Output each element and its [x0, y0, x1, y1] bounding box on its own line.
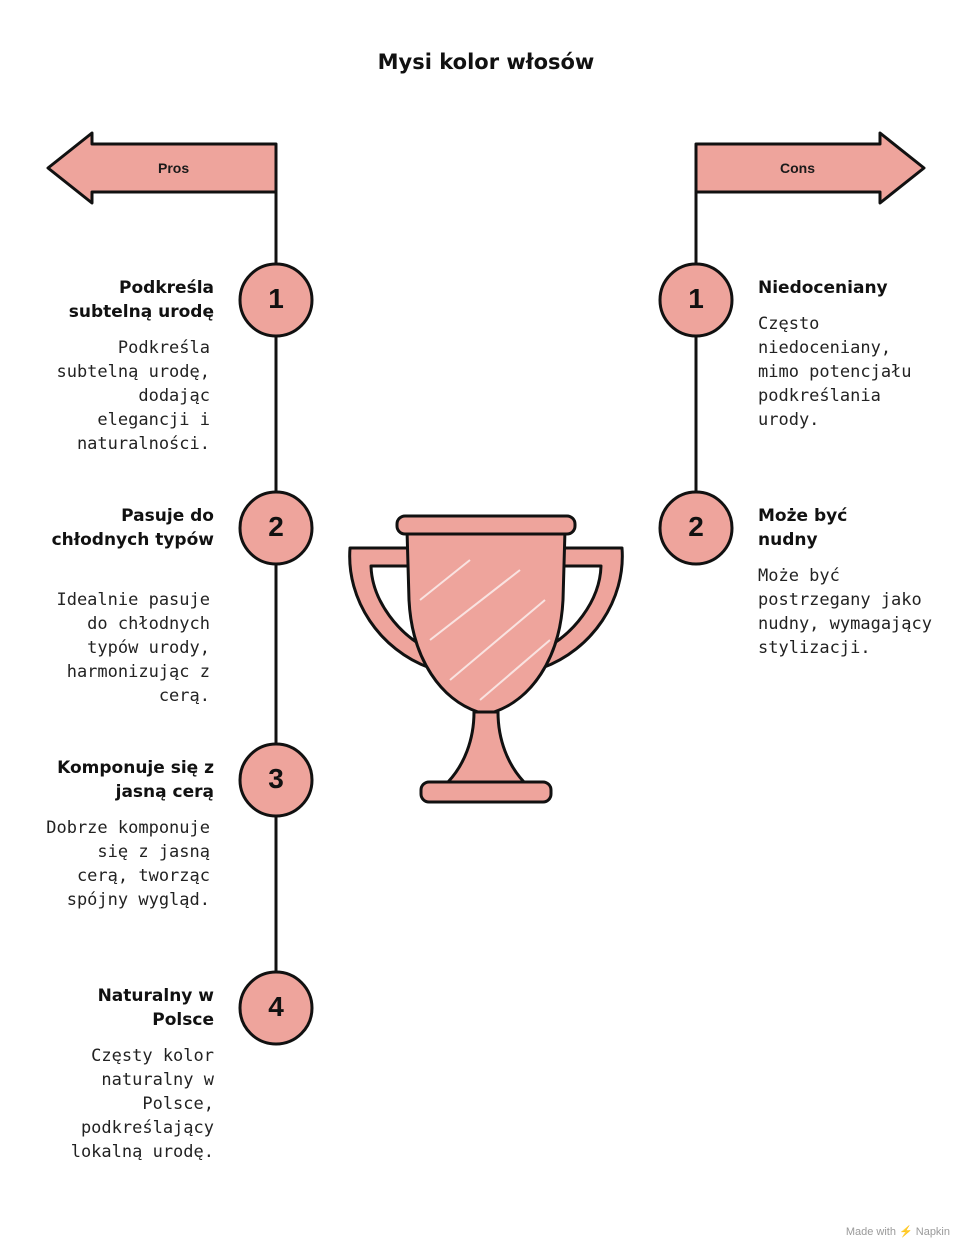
cons-item-1-title: Niedoceniany — [758, 278, 888, 298]
cons-marker-1 — [658, 262, 734, 338]
pros-item-1-desc: Podkreśla subtelną urodę, dodając elegan… — [56, 338, 210, 454]
pros-number-3: 3 — [268, 763, 284, 794]
pros-label: Pros — [158, 160, 190, 176]
cons-number-1: 1 — [688, 283, 704, 314]
pros-marker-2 — [238, 490, 314, 566]
cons-banner-arrow — [694, 131, 926, 205]
made-with-napkin-footer: Made with ⚡ Napkin — [845, 1226, 950, 1238]
pros-number-2: 2 — [268, 511, 284, 542]
cons-item-2-title: Może być nudny — [758, 506, 848, 550]
pros-item-4-title: Naturalny w Polsce — [97, 986, 214, 1030]
pros-marker-4 — [238, 970, 314, 1046]
pros-marker-1 — [238, 262, 314, 338]
pros-number-1: 1 — [268, 283, 284, 314]
cons-label: Cons — [780, 160, 815, 176]
cons-item-2-desc: Może być postrzegany jako nudny, wymagaj… — [758, 566, 932, 658]
cons-marker-2 — [658, 490, 734, 566]
page-title: Mysi kolor włosów — [377, 50, 595, 74]
pros-item-4-desc: Częsty kolor naturalny w Polsce, podkreś… — [70, 1046, 214, 1162]
trophy-icon — [348, 514, 624, 804]
cons-item-1-desc: Często niedoceniany, mimo potencjału pod… — [758, 314, 912, 430]
pros-item-3-title: Komponuje się z jasną cerą — [57, 758, 214, 802]
cons-number-2: 2 — [688, 511, 704, 542]
pros-number-4: 4 — [268, 991, 284, 1022]
pros-banner-arrow — [46, 131, 278, 205]
pros-item-1-title: Podkreśla subtelną urodę — [68, 278, 214, 322]
pros-item-2-title: Pasuje do chłodnych typów — [51, 506, 214, 550]
pros-marker-3 — [238, 742, 314, 818]
pros-item-2-desc: Idealnie pasuje do chłodnych typów urody… — [56, 590, 210, 706]
pros-item-3-desc: Dobrze komponuje się z jasną cerą, tworz… — [46, 818, 210, 910]
